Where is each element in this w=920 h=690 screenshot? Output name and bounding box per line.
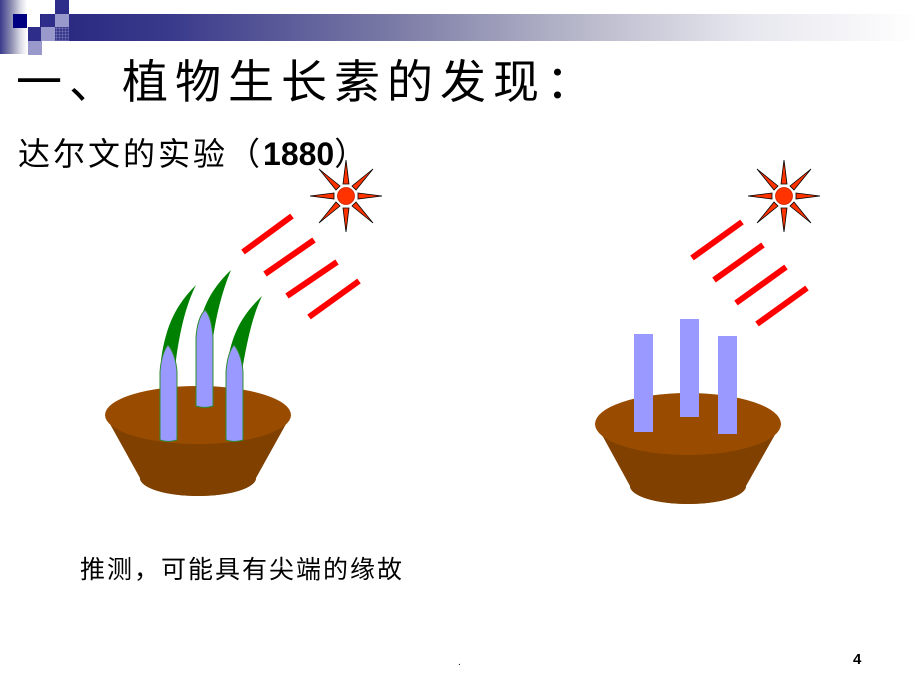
deco-square	[55, 0, 69, 14]
deco-square	[28, 41, 42, 55]
right-seedling-stems	[634, 319, 737, 434]
right-light-rays	[690, 219, 809, 327]
left-sun-icon	[309, 159, 383, 233]
slide-title: 一、植物生长素的发现：	[16, 55, 599, 109]
deco-square	[55, 27, 69, 41]
header-decoration	[0, 0, 920, 60]
left-seedling-stems	[159, 309, 244, 442]
footer-dot: .	[458, 657, 461, 668]
deco-square	[13, 14, 27, 28]
deco-square	[55, 14, 69, 28]
conclusion-caption: 推测，可能具有尖端的缘故	[80, 555, 405, 584]
deco-square	[41, 14, 55, 28]
subtitle-prefix: 达尔文的实验（	[18, 135, 264, 173]
deco-square	[28, 27, 42, 41]
subtitle-suffix: ）	[334, 135, 370, 173]
deco-square	[41, 27, 55, 41]
left-light-rays	[241, 213, 361, 320]
slide-subtitle: 达尔文的实验（1880）	[18, 132, 369, 176]
subtitle-year: 1880	[263, 136, 335, 172]
header-gradient-bar	[40, 14, 920, 41]
left-pot	[105, 386, 291, 496]
page-number: 4	[853, 651, 862, 668]
right-sun-icon	[747, 159, 821, 233]
